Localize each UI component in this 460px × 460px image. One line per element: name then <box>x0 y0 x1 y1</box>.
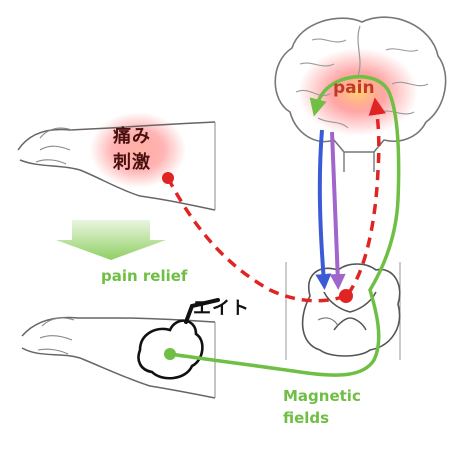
down-arrow-icon <box>56 220 166 260</box>
device-name-label: エイト <box>193 298 250 319</box>
pain-stimulus-line1: 痛み <box>113 126 151 147</box>
device-emitter-point <box>164 348 176 360</box>
spinal-synapse-point <box>339 289 353 303</box>
brain-pain-label: pain <box>333 78 375 98</box>
peripheral-pain-path <box>166 177 347 303</box>
brain-icon <box>274 16 447 172</box>
descending-purple-path <box>329 131 346 290</box>
spinal-cord-cross-section-icon <box>285 262 401 360</box>
magnetic-field-path <box>169 74 401 377</box>
magnetic-fields-line2: fields <box>283 409 330 427</box>
stimulus-point <box>162 172 174 184</box>
ascending-pain-path <box>346 97 386 296</box>
pain-relief-label: pain relief <box>101 267 188 285</box>
pain-stimulus-label: 痛み 刺激 <box>113 124 173 176</box>
descending-blue-path <box>315 129 332 290</box>
magnetic-fields-line1: Magnetic <box>283 387 361 405</box>
magnetic-fields-label: Magnetic fields <box>283 385 393 429</box>
pain-stimulus-line2: 刺激 <box>113 152 151 173</box>
arm-outline-icon <box>17 112 216 211</box>
